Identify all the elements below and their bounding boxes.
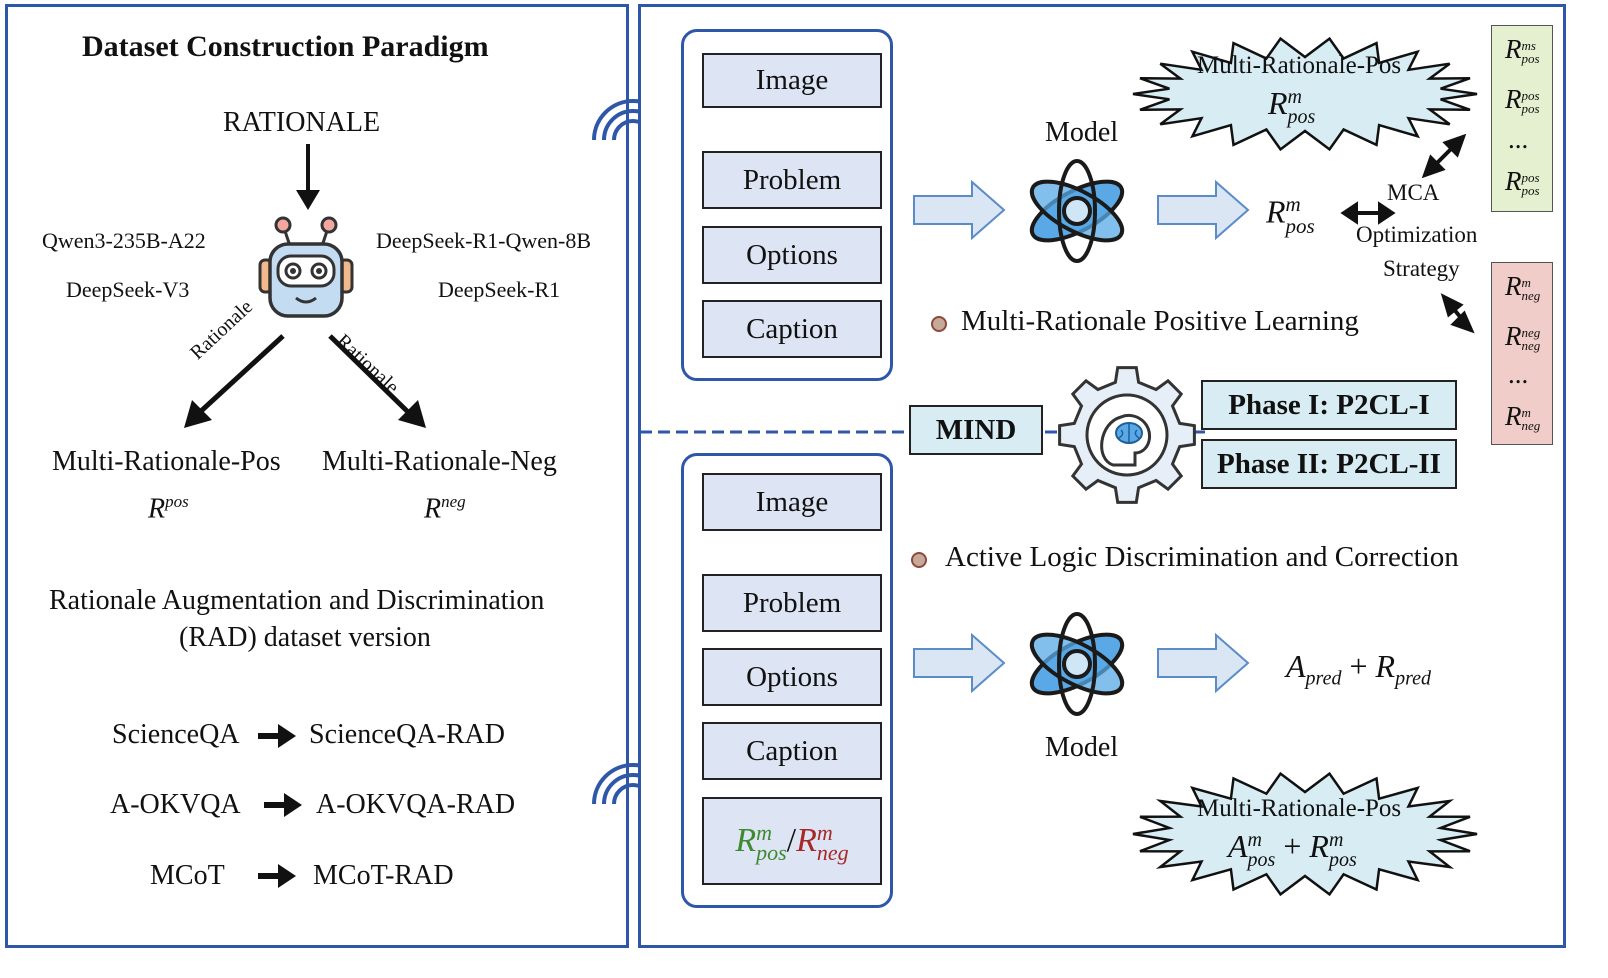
dataset-to-scienceqa-rad: ScienceQA-RAD [309,719,505,750]
rad-description-line2: (RAD) dataset version [179,622,431,653]
panel-title: Dataset Construction Paradigm [82,30,489,63]
top-cloud-label: Multi-Rationale-Pos [1197,52,1402,79]
mca-line2: Optimization [1356,222,1478,247]
bottom-input-caption: Caption [702,722,882,780]
atom-model-bottom-icon [1029,612,1125,716]
model-name-deepseek-v3: DeepSeek-V3 [66,277,190,302]
model-name-deepseek-r1: DeepSeek-R1 [438,277,561,302]
mca-line3: Strategy [1383,256,1460,281]
robot-icon [258,216,354,318]
pos-symbol: Rpos [148,492,189,525]
top-input-image: Image [702,53,882,108]
mca-line1: MCA [1387,180,1440,205]
pos-label: Multi-Rationale-Pos [52,446,281,477]
top-input-group: Image Problem Options Caption [681,29,893,381]
model-name-qwen: Qwen3-235B-A22 [42,228,206,253]
phase1-box: Phase I: P2CL-I [1201,380,1457,430]
bottom-input-image: Image [702,473,882,531]
neg-symbol: Rneg [424,492,466,525]
bottom-output-prediction: Apred + Rpred [1286,648,1431,690]
top-input-caption: Caption [702,300,882,358]
neg-label: Multi-Rationale-Neg [322,446,557,477]
bottom-cloud-label: Multi-Rationale-Pos [1197,795,1402,822]
mca-arrows [1340,133,1475,334]
atom-model-top-icon [1029,159,1125,263]
dataset-arrows [258,724,302,888]
flow-arrows [913,179,1250,694]
top-input-options: Options [702,226,882,284]
bottom-input-options: Options [702,648,882,706]
bottom-cloud-shape [1132,771,1478,897]
section-bottom-bullet-icon [911,552,927,568]
neg-column-ellipsis: ... [1508,359,1529,389]
rad-description-line1: Rationale Augmentation and Discriminatio… [49,585,545,616]
dataset-to-aokvqa-rad: A-OKVQA-RAD [316,789,516,820]
top-input-problem: Problem [702,151,882,209]
dataset-to-mcot-rad: MCoT-RAD [313,860,454,891]
section-top-label: Multi-Rationale Positive Learning [961,305,1359,337]
model-label-top: Model [1045,117,1119,148]
section-bottom-label: Active Logic Discrimination and Correcti… [945,541,1459,573]
dataset-from-mcot: MCoT [150,860,225,891]
rationale-down-arrow [296,144,320,210]
top-cloud-shape [1132,36,1478,152]
dataset-construction-panel [5,4,629,948]
model-name-deepseek-r1-qwen: DeepSeek-R1-Qwen-8B [376,228,592,253]
dataset-from-scienceqa: ScienceQA [112,719,240,750]
phase2-box: Phase II: P2CL-II [1201,439,1457,489]
bottom-input-problem: Problem [702,574,882,632]
rationale-split-arrows [184,334,426,428]
gear-brain-icon [1058,366,1196,504]
pos-column-ellipsis: ... [1508,124,1529,154]
mind-label: MIND [909,405,1043,455]
model-label-bottom: Model [1045,732,1119,763]
rationale-top-label: RATIONALE [223,107,381,138]
section-top-bullet-icon [931,316,947,332]
dataset-from-aokvqa: A-OKVQA [110,789,241,820]
